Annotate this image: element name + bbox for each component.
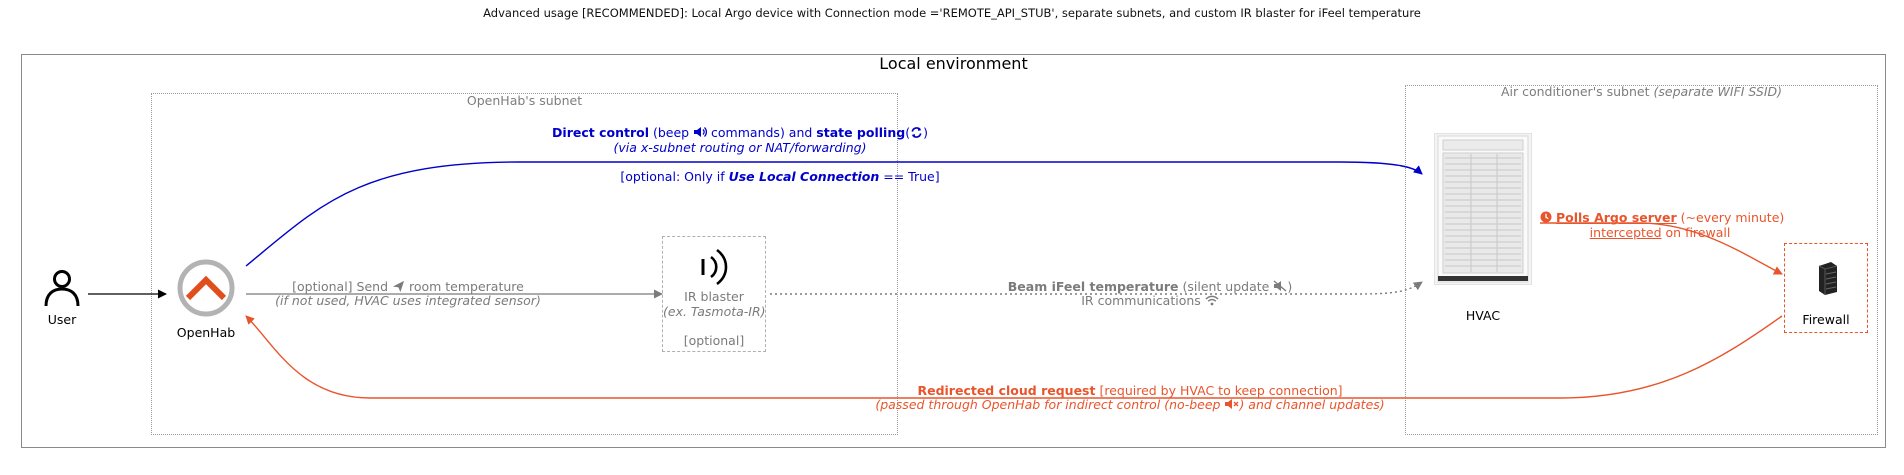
wifi-icon: [1205, 295, 1219, 306]
polls-argo-bold: Polls Argo server: [1555, 210, 1677, 225]
send-temperature-subtitle: (if not used, HVAC uses integrated senso…: [275, 293, 541, 308]
redirected-cloud-subtitle: (passed through OpenHab for indirect con…: [780, 397, 1480, 412]
send-temperature-label: [optional] Send room temperature: [258, 279, 558, 294]
ir-blaster-sublabel: (ex. Tasmota-IR): [663, 304, 766, 319]
direct-control-text1: (beep: [648, 125, 694, 140]
local-environment-title: Local environment: [879, 54, 1028, 73]
edge-polls-argo: [1540, 222, 1783, 275]
redirected-line2-post: ) and channel updates): [1239, 397, 1385, 412]
clock-icon: [1540, 211, 1552, 223]
redirected-line2-pre: (passed through OpenHab for indirect con…: [875, 397, 1225, 412]
ir-communications-text: IR communications: [1081, 293, 1205, 308]
direct-control-text4: ): [923, 125, 928, 140]
edge-direct-control: [245, 161, 1423, 267]
ir-blaster-node: IR blaster (ex. Tasmota-IR) [optional]: [662, 236, 766, 352]
firewall-node: Firewall: [1784, 243, 1868, 333]
direct-control-text2: commands) and: [707, 125, 817, 140]
ir-waves-icon: [701, 248, 728, 286]
local-environment-box: [21, 54, 1886, 448]
edge-beam-ifeel: [770, 281, 1423, 295]
openhab-subnet-box: [151, 93, 898, 435]
ac-subnet-title: Air conditioner's subnet (separate WIFI …: [1405, 84, 1878, 99]
state-polling-bold: state polling: [816, 125, 906, 140]
openhab-label: OpenHab: [176, 325, 236, 340]
speaker-icon: [694, 127, 708, 137]
air-conditioner-icon: [1437, 135, 1529, 283]
on-firewall-text: on firewall: [1661, 225, 1731, 240]
direct-control-text3: (: [905, 125, 911, 140]
firewall-label: Firewall: [1802, 312, 1850, 327]
condition-pre: [optional: Only if: [620, 169, 729, 184]
diagram-title: Advanced usage [RECOMMENDED]: Local Argo…: [483, 6, 1421, 20]
condition-emphasis: Use Local Connection: [728, 169, 880, 184]
beam-ifeel-text2: ): [1287, 279, 1293, 294]
direct-control-bold: Direct control: [552, 125, 649, 140]
speaker-x-icon: [1225, 399, 1239, 409]
direct-control-label: Direct control (beep commands) and state…: [440, 125, 1040, 140]
beam-ifeel-label: Beam iFeel temperature (silent update ): [950, 279, 1350, 294]
direct-control-subtitle: (via x-subnet routing or NAT/forwarding): [613, 140, 867, 155]
ir-blaster-optional-note: [optional]: [683, 333, 745, 348]
ir-blaster-label: IR blaster: [684, 289, 744, 304]
polls-argo-text1: (~every minute): [1676, 210, 1785, 225]
redirected-bold: Redirected cloud request: [917, 383, 1096, 398]
firewall-icon: [1818, 262, 1838, 295]
user-icon: [44, 270, 80, 307]
edge-redirected-cloud: [245, 315, 1783, 399]
hvac-node: [1434, 133, 1532, 285]
mute-speaker-icon: [1273, 280, 1287, 292]
send-temp-text1: [optional] Send: [292, 279, 392, 294]
beam-ifeel-bold: Beam iFeel temperature: [1007, 279, 1179, 294]
polls-argo-label: Polls Argo server (~every minute): [1540, 210, 1784, 225]
user-label: User: [47, 312, 77, 327]
openhab-node: [176, 258, 236, 318]
redirected-text1: [required by HVAC to keep connection]: [1095, 383, 1343, 398]
ac-subnet-title-note: (separate WIFI SSID): [1653, 84, 1783, 99]
user-node: [42, 268, 82, 308]
ac-subnet-title-main: Air conditioner's subnet: [1500, 84, 1650, 99]
beam-ifeel-subtitle: IR communications: [950, 293, 1350, 308]
openhab-subnet-title: OpenHab's subnet: [466, 93, 583, 108]
ac-subnet-box: [1405, 85, 1878, 435]
beam-ifeel-text1: (silent update: [1178, 279, 1274, 294]
polls-argo-subtitle: intercepted on firewall: [1540, 225, 1780, 240]
condition-post: == True]: [879, 169, 940, 184]
direct-control-condition: [optional: Only if Use Local Connection …: [500, 169, 1060, 184]
openhab-logo-icon: [177, 259, 235, 317]
paper-plane-icon: [392, 280, 405, 293]
send-temp-text2: room temperature: [404, 279, 524, 294]
intercepted-text: intercepted: [1589, 225, 1662, 240]
redirected-cloud-label: Redirected cloud request [required by HV…: [780, 383, 1480, 398]
sync-icon: [911, 127, 922, 138]
hvac-label: HVAC: [1465, 308, 1501, 323]
